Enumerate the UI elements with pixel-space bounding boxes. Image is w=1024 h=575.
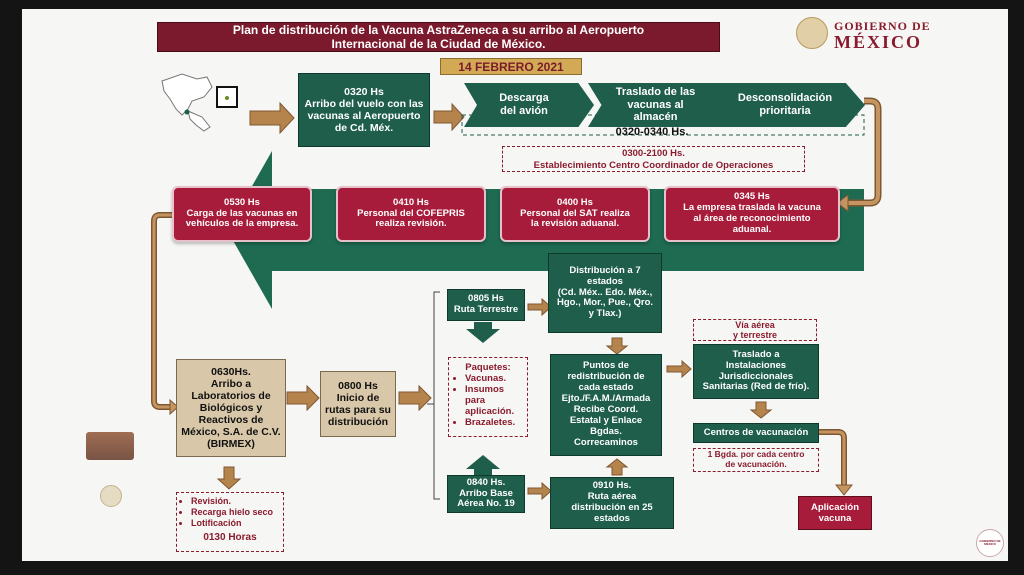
bottom-logo-label: GOBIERNO DE MÉXICO — [979, 539, 1001, 546]
step-0530: 0530 Hs Carga de las vacunas en vehículo… — [172, 186, 312, 242]
routes-box: 0800 Hs Inicio de rutas para su distribu… — [320, 371, 396, 437]
review-item: Revisión. — [191, 496, 281, 507]
map-to-arrival-arrow — [249, 101, 295, 135]
review-hours: 0130 Horas — [203, 532, 257, 544]
title-banner: Plan de distribución de la Vacuna AstraZ… — [157, 22, 720, 52]
package-item: Insumos para aplicación. — [465, 384, 524, 418]
seal-icon — [100, 485, 122, 507]
map-zoom-box — [216, 86, 238, 108]
chevron-unload: Descarga del avión — [464, 83, 594, 127]
page-title: Plan de distribución de la Vacuna AstraZ… — [232, 22, 645, 51]
review-box: Revisión. Recarga hielo seco Lotificació… — [176, 492, 284, 552]
world-map — [152, 69, 247, 134]
bottom-logo-icon: GOBIERNO DE MÉXICO — [976, 529, 1004, 557]
packages-box: Paquetes: Vacunas. Insumos para aplicaci… — [448, 357, 528, 437]
land-route-box: 0805 Hs Ruta Terrestre — [447, 289, 525, 321]
review-item: Lotificación — [191, 518, 281, 529]
logo-line1: GOBIERNO DE — [834, 19, 931, 33]
air-base-box: 0840 Hs. Arribo Base Aérea No. 19 — [447, 475, 525, 513]
via-note: Vía aérea y terrestre — [693, 319, 817, 341]
application-box: Aplicación vacuna — [798, 496, 872, 530]
coord-note: 0300-2100 Hs. Establecimiento Centro Coo… — [502, 146, 805, 172]
redistribution-box: Puntos de redistribución de cada estado … — [550, 354, 662, 456]
installations-box: Traslado a Instalaciones Jurisdiccionale… — [693, 344, 819, 399]
review-item: Recarga hielo seco — [191, 507, 281, 518]
packages-title: Paquetes: — [465, 362, 511, 373]
eagle-emblem-icon — [796, 17, 828, 49]
package-item: Vacunas. — [465, 373, 524, 385]
arrival-box: 0320 Hs Arribo del vuelo con las vacunas… — [298, 73, 430, 147]
birmex-to-routes-arrow — [286, 384, 320, 412]
slide: Plan de distribución de la Vacuna AstraZ… — [22, 9, 1008, 561]
brigade-note: 1 Bgda. por cada centro de vacunación. — [693, 448, 819, 472]
step-0410: 0410 Hs Personal del COFEPRIS realiza re… — [336, 186, 486, 242]
step-0345: 0345 Hs La empresa traslada la vacuna al… — [664, 186, 840, 242]
arrival-to-unload-arrow — [433, 102, 465, 132]
air-route-box: 0910 Hs. Ruta aérea distribución en 25 e… — [550, 477, 674, 529]
step-0400: 0400 Hs Personal del SAT realiza la revi… — [500, 186, 650, 242]
seven-states-box: Distribución a 7 estados (Cd. Méx.. Edo.… — [548, 253, 662, 333]
chevron-deconsolidation: Desconsolidación prioritaria — [705, 83, 865, 127]
date-banner: 14 FEBRERO 2021 — [440, 58, 582, 75]
birmex-box: 0630Hs. Arribo a Laboratorios de Biológi… — [176, 359, 286, 457]
centers-box: Centros de vacunación — [693, 423, 819, 443]
chevron-transfer: Traslado de las vacunas al almacén — [588, 83, 723, 127]
logo-line2: MÉXICO — [834, 32, 922, 52]
gobierno-logo: GOBIERNO DE MÉXICO — [796, 17, 996, 52]
package-item: Brazaletes. — [465, 417, 524, 429]
heroes-emblem-icon — [86, 432, 134, 460]
time-range: 0320-0340 Hs. — [615, 126, 689, 138]
